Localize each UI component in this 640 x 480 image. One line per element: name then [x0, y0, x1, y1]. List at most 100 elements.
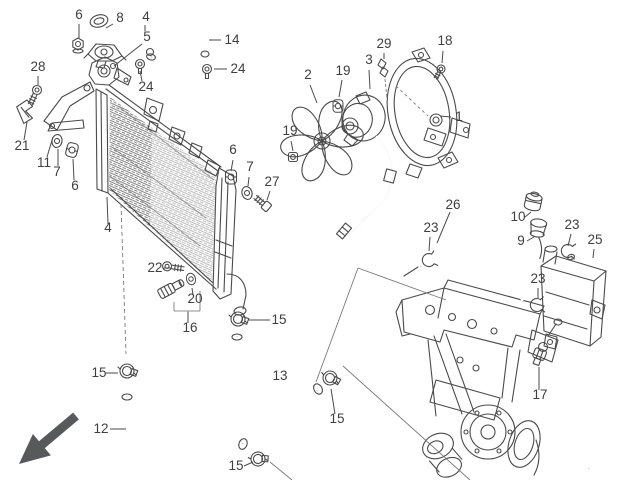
overflow-tube: [109, 57, 419, 277]
leader-line: [330, 388, 336, 415]
part-number-label: 7: [246, 159, 254, 174]
cap-seal: [89, 14, 109, 28]
leader-line: [139, 70, 143, 82]
hose-clamp: [145, 47, 155, 57]
washer-7: [50, 133, 64, 149]
leader-line: [72, 158, 75, 181]
leader-line: [290, 140, 294, 152]
part-number-label: 23: [423, 220, 438, 235]
part-number-label: 20: [187, 291, 202, 306]
part-number-label: 11: [37, 155, 51, 170]
thermo-switch-group: [157, 261, 201, 318]
leader-line: [247, 176, 250, 187]
part-number-label: 26: [445, 197, 460, 212]
wire-connector: [335, 222, 353, 240]
cap-nut: [72, 37, 84, 54]
fan-motor: [335, 91, 397, 240]
leader-line: [106, 196, 109, 225]
leader-line: [368, 69, 371, 90]
part-number-label: 25: [587, 232, 602, 247]
reference-lines: [269, 267, 471, 480]
part-number-label: 9: [517, 233, 525, 248]
hose-clamp-15: [117, 363, 139, 379]
part-number-label: 15: [228, 458, 243, 473]
grommet-6: [64, 141, 80, 159]
part-number-label: 12: [93, 421, 108, 436]
leader-line: [23, 121, 28, 141]
part-number-label: 14: [224, 32, 240, 47]
part-number-label: 19: [335, 63, 350, 78]
part-number-label: 23: [564, 217, 579, 232]
leader-line: [191, 287, 194, 296]
pin-29: [377, 58, 389, 100]
part-number-label: 29: [376, 36, 391, 51]
hose-clamp-15: [228, 311, 250, 327]
part-number-label: 2: [304, 67, 312, 82]
clip-23: [420, 250, 439, 270]
bolt-28: [27, 84, 43, 106]
bolt-22: [161, 261, 185, 272]
part-number-label: 5: [143, 29, 151, 44]
part-number-label: 24: [230, 61, 246, 76]
leader-line: [592, 248, 595, 259]
tube-joint: [109, 62, 117, 70]
direction-arrow: [19, 412, 79, 464]
part-number-label: 6: [75, 7, 83, 22]
part-number-label: 6: [229, 142, 237, 157]
engine-assembly: [395, 279, 563, 478]
radiator-cap: [83, 43, 127, 69]
part-number-label: 22: [147, 260, 162, 275]
washer-20: [184, 271, 198, 287]
bolt-18: [433, 64, 446, 80]
mounting-bracket-group: [16, 81, 95, 159]
washer-7: [239, 184, 255, 202]
part-number-label: 4: [142, 9, 150, 24]
part-number-label: 15: [329, 411, 344, 426]
reserve-tank: [540, 245, 607, 350]
reserve-tank-group: [420, 191, 614, 469]
bolt-27: [253, 194, 272, 212]
part-number-label: 1: [455, 109, 463, 124]
leader-line: [439, 115, 452, 118]
part-number-label: 13: [272, 368, 287, 383]
part-number-label: 3: [365, 52, 373, 67]
part-number-label: 4: [104, 220, 112, 235]
leader-line: [113, 43, 143, 67]
cooling-fan: [280, 100, 364, 182]
part-number-label: 6: [71, 178, 79, 193]
leader-line: [338, 79, 343, 98]
part-number-label: 28: [30, 59, 45, 74]
part-number-label: 7: [53, 164, 61, 179]
leader-line: [441, 50, 444, 64]
leader-line: [524, 211, 532, 218]
hose-clamp-15: [319, 368, 343, 388]
leader-line: [105, 23, 114, 29]
radiator: [88, 56, 247, 316]
part-number-label: 16: [182, 320, 197, 335]
part-number-label: 24: [138, 79, 154, 94]
lower-hoses-group: [117, 203, 343, 469]
leader-line: [266, 190, 271, 201]
leader-line: [230, 159, 234, 172]
part-number-label: 18: [437, 33, 452, 48]
leader-line: [567, 233, 572, 247]
hose-clamp-15: [246, 448, 271, 469]
part-number-label: 15: [91, 365, 106, 380]
sensor-17: [532, 347, 548, 367]
radiator-outlet: [226, 273, 247, 310]
part-number-label: 19: [282, 123, 297, 138]
bolt-24: [201, 63, 213, 80]
tank-cap-10: [523, 191, 543, 212]
leader-line: [428, 236, 431, 252]
leader-line: [309, 84, 318, 104]
part-number-label: 8: [116, 10, 124, 25]
upper-hose-group: [134, 12, 213, 80]
part-number-label: 10: [510, 209, 525, 224]
leader-line: [243, 461, 254, 467]
leader-line: [436, 211, 451, 244]
leader-line: [526, 236, 535, 242]
tank-neck-seal-9: [529, 218, 548, 260]
